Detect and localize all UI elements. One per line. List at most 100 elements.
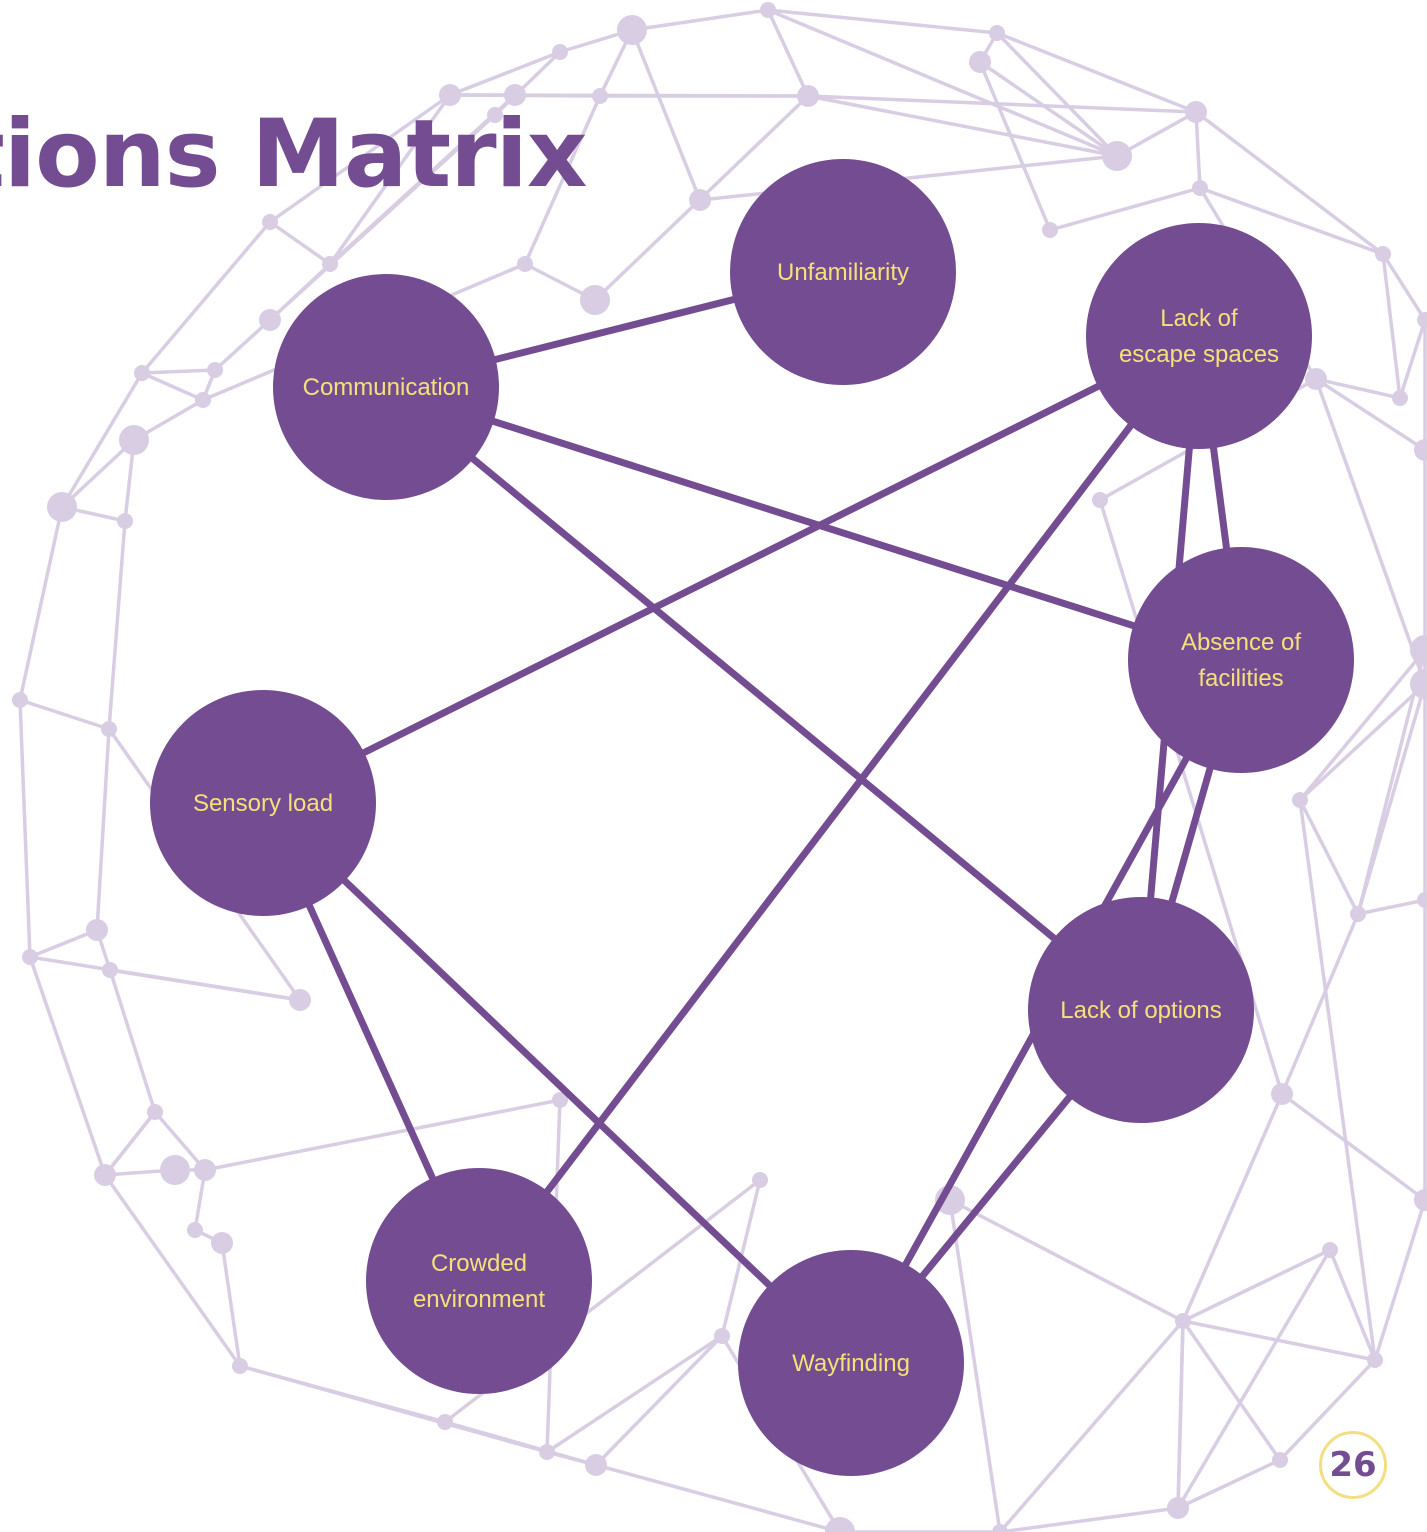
node-label: escape spaces [1119,341,1279,368]
mesh-line [1280,913,1360,1095]
mesh-line [948,1199,1002,1532]
edge-lack-of-escape-spaces-sensory-load [259,332,1203,807]
mesh-line [204,1098,561,1172]
mesh-line [1176,1320,1185,1509]
mesh-dot [102,962,118,978]
mesh-line [631,8,769,32]
mesh-dot [1322,1242,1338,1258]
mesh-line [1328,1249,1377,1361]
node-label: Unfamiliarity [777,259,909,286]
mesh-dot [825,1517,855,1532]
mesh-line [213,318,272,372]
mesh-dot [552,44,568,60]
mesh-line [140,220,272,375]
mesh-dot [552,1092,568,1108]
mesh-line [141,368,216,375]
mesh-line [1181,1319,1282,1462]
mesh-dot [194,1159,216,1181]
mesh-line [1298,799,1360,915]
node-label: environment [413,1286,545,1313]
mesh-dot [1417,312,1427,328]
node-unfamiliarity: Unfamiliarity [730,159,956,385]
edge-communication-absence-of-facilities [382,383,1245,664]
mesh-line [807,94,1118,158]
node-communication: Communication [273,274,499,500]
mesh-line [141,371,204,402]
mesh-dot [797,85,819,107]
mesh-dot [119,425,149,455]
node-label: Lack of [1160,305,1238,332]
mesh-dot [617,15,647,45]
mesh-dot [22,949,38,965]
mesh-line [1177,1458,1281,1510]
mesh-dot [1271,1083,1293,1105]
mesh-line [107,520,127,730]
node-label: facilities [1198,665,1283,692]
node-label: Crowded [431,1250,527,1277]
mesh-dot [1042,222,1058,238]
node-label: Sensory load [193,790,333,817]
mesh-line [1315,377,1426,452]
mesh-line [1280,1092,1427,1202]
mesh-line [595,1463,841,1532]
edge-lack-of-escape-spaces-crowded-environment [475,332,1203,1285]
mesh-dot [1272,1452,1288,1468]
node-lack-of-options: Lack of options [1028,897,1254,1123]
node-circle [1128,547,1354,773]
page-number-badge: 26 [1319,1431,1387,1499]
mesh-line [767,8,998,35]
node-circle [730,159,956,385]
mesh-dot [517,256,533,272]
mesh-line [1381,253,1402,399]
mesh-dot [86,919,108,941]
mesh-line [546,1334,723,1454]
node-circle [738,1250,964,1476]
node-label: Communication [303,374,470,401]
mesh-line [328,93,452,266]
mesh-dot [1367,1352,1383,1368]
mesh-dot [1167,1497,1189,1519]
edge-sensory-load-wayfinding [259,799,855,1367]
mesh-dot [195,392,211,408]
mesh-dot [992,1524,1008,1532]
mesh-line [1381,253,1427,321]
mesh-dot [12,692,28,708]
mesh-line [449,93,809,98]
mesh-line [1314,378,1427,685]
mesh-dot [289,989,311,1011]
mesh-line [1182,1319,1376,1362]
mesh-line [19,698,110,731]
mesh-line [239,1364,548,1454]
node-circle [273,274,499,500]
mesh-line [1199,186,1384,256]
mesh-dot [47,492,77,522]
node-circle [1086,223,1312,449]
mesh-dot [1414,439,1427,461]
mesh-dot [259,309,281,331]
node-crowded-environment: Crowded environment [366,1168,592,1394]
mesh-dot [580,285,610,315]
mesh-line [1176,1249,1332,1509]
node-circle [150,690,376,916]
mesh-dot [1292,792,1308,808]
mesh-dot [1185,101,1207,123]
mesh-line [999,1506,1179,1532]
node-sensory-load: Sensory load [150,690,376,916]
mesh-dot [1305,368,1327,390]
mesh-dot [989,25,1005,41]
node-label: Wayfinding [792,1350,910,1377]
mesh-line [1194,110,1385,256]
mesh-line [1116,110,1197,158]
mesh-dot [969,51,991,73]
mesh-line [807,94,1197,114]
mesh-line [103,1110,157,1177]
mesh-dot [714,1328,730,1344]
mesh-line [220,1242,242,1367]
mesh-dot [187,1222,203,1238]
mesh-dot [94,1164,116,1186]
mesh-dot [232,1358,248,1374]
mesh-dot [689,189,711,211]
mesh-line [60,438,136,509]
mesh-line [103,1173,242,1368]
